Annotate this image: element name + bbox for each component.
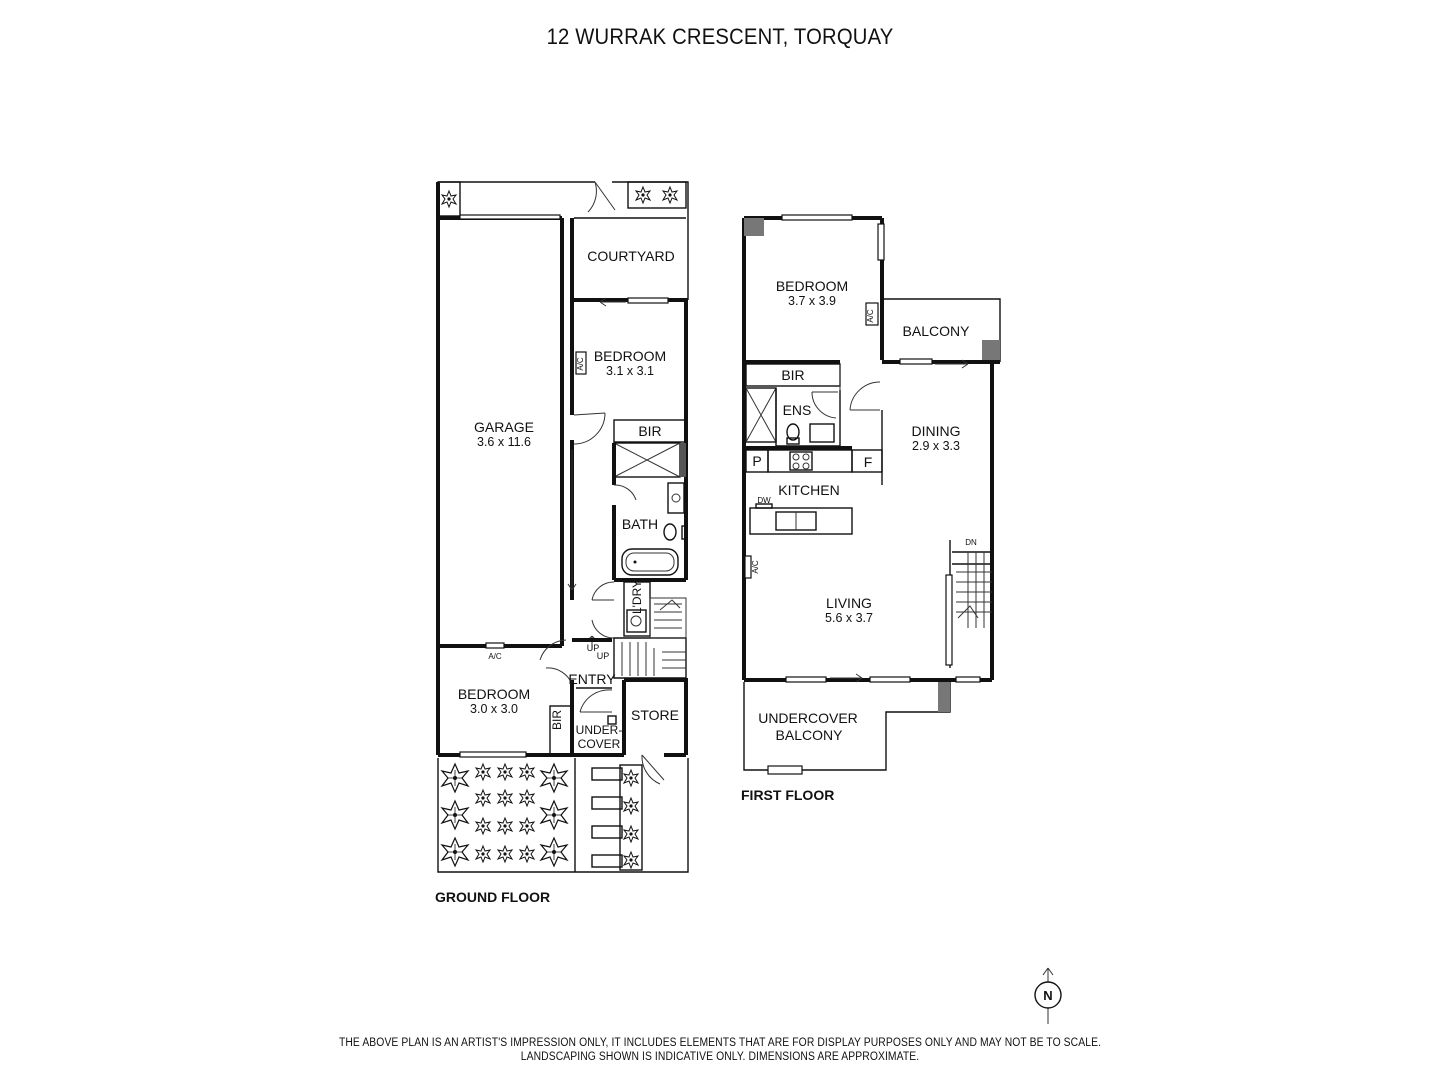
room-laundry: L'DRY (630, 580, 644, 614)
room-dining-dims: 2.9 x 3.3 (912, 439, 960, 453)
room-bedroom-first: BEDROOM (776, 278, 848, 294)
room-courtyard: COURTYARD (587, 248, 674, 264)
room-dining: DINING (912, 423, 961, 439)
stairs-up-label-2: UP (597, 651, 610, 661)
disclaimer: THE ABOVE PLAN IS AN ARTIST'S IMPRESSION… (0, 1036, 1440, 1064)
room-bedroom-ground-2-dims: 3.0 x 3.0 (470, 702, 518, 716)
room-garage: GARAGE (474, 419, 534, 435)
room-balcony: BALCONY (903, 323, 971, 339)
room-garage-dims: 3.6 x 11.6 (477, 435, 531, 449)
room-bedroom-ground-2: BEDROOM (458, 686, 530, 702)
ac-label: A/C (751, 560, 760, 574)
stairs-up-label-1: UP (587, 643, 600, 653)
room-undercover-balcony-line1: UNDERCOVER (758, 710, 858, 726)
ac-label: A/C (488, 652, 502, 661)
room-undercover-ground: UNDER-COVER (576, 723, 623, 751)
disclaimer-line-1: THE ABOVE PLAN IS AN ARTIST'S IMPRESSION… (338, 1037, 1102, 1049)
room-bath: BATH (622, 516, 658, 532)
room-bir-ground-1: BIR (638, 423, 661, 439)
ac-label: A/C (576, 357, 585, 371)
room-bedroom-ground-1-dims: 3.1 x 3.1 (606, 364, 654, 378)
ground-floor-label: GROUND FLOOR (435, 889, 550, 905)
pantry-label: P (752, 453, 761, 469)
ground-floor-plan (436, 181, 689, 873)
room-ensuite: ENS (783, 402, 812, 418)
room-living-dims: 5.6 x 3.7 (825, 611, 873, 625)
ac-label: A/C (866, 309, 875, 323)
room-bedroom-ground-1: BEDROOM (594, 348, 666, 364)
dishwasher-label: DW (757, 496, 771, 505)
room-kitchen: KITCHEN (778, 482, 839, 498)
room-entry: ENTRY (568, 671, 616, 687)
fridge-label: F (864, 454, 873, 470)
first-floor-label: FIRST FLOOR (741, 787, 834, 803)
room-bir-ground-2: BIR (550, 710, 564, 730)
north-compass (1034, 967, 1062, 1024)
first-floor-plan (742, 214, 1001, 775)
room-store: STORE (631, 707, 679, 723)
stairs-down-label: DN (965, 538, 977, 547)
disclaimer-line-2: LANDSCAPING SHOWN IS INDICATIVE ONLY. DI… (520, 1051, 920, 1063)
room-living: LIVING (826, 595, 872, 611)
room-bedroom-first-dims: 3.7 x 3.9 (788, 294, 836, 308)
undercover-line-1: UNDER- (576, 723, 623, 737)
room-undercover-balcony-line2: BALCONY (776, 727, 844, 743)
undercover-line-2: COVER (578, 737, 621, 751)
page-title: 12 WURRAK CRESCENT, TORQUAY (546, 24, 894, 49)
north-icon: N (1043, 988, 1052, 1003)
room-bir-first: BIR (781, 367, 804, 383)
